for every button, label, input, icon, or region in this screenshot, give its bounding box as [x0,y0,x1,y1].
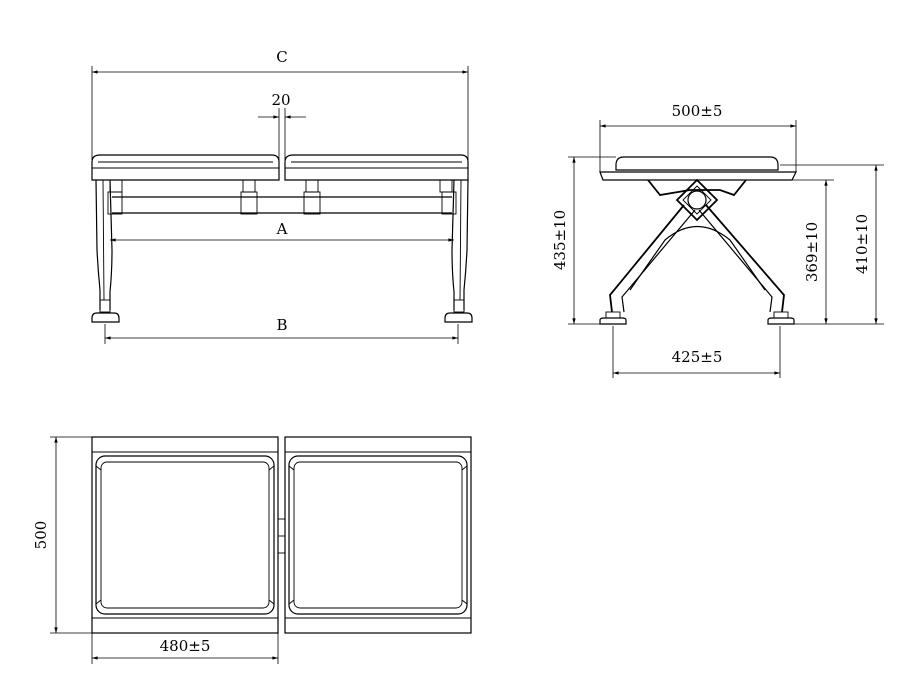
dimension-b-label: B [276,316,287,334]
dimension-a: A [110,220,455,242]
dimension-gap: 20 [258,91,306,160]
dimension-c: C [91,48,469,160]
dimension-seat-width-label: 480±5 [160,637,211,655]
top-connector [277,518,286,554]
top-seat-left [91,436,279,634]
front-seat-right [284,154,469,181]
dimension-total-height: 435±10 [551,156,616,325]
dimension-height-410-label: 410±10 [853,214,871,274]
top-view: 500 480±5 [32,436,472,664]
side-feet [599,311,795,325]
dimension-height-369: 369±10 [748,179,834,325]
front-leg-left [91,179,120,323]
dimension-height-369-label: 369±10 [803,222,821,282]
dimension-height-410: 410±10 [780,164,884,325]
side-seat [599,156,797,181]
dimension-side-width: 500±5 [599,102,797,172]
dimension-gap-label: 20 [271,91,290,109]
dimension-leg-span-label: 425±5 [672,348,723,366]
dimension-a-label: A [276,220,288,238]
side-view: 500±5 435±10 369±10 410±10 4 [551,102,884,378]
top-seat-right [284,436,472,634]
dimension-b: B [104,316,459,344]
dimension-seat-width: 480±5 [91,633,279,664]
front-view: C 20 [91,48,473,344]
front-seat-left [91,154,280,181]
front-leg-right [444,179,473,323]
dimension-side-width-label: 500±5 [672,102,723,120]
side-frame [609,178,785,313]
dimension-total-height-label: 435±10 [551,210,569,270]
dimension-depth-label: 500 [32,521,50,550]
dimension-leg-span: 425±5 [612,326,781,378]
front-beam [107,179,457,215]
dimension-depth: 500 [32,436,92,634]
dimension-c-label: C [276,48,287,66]
